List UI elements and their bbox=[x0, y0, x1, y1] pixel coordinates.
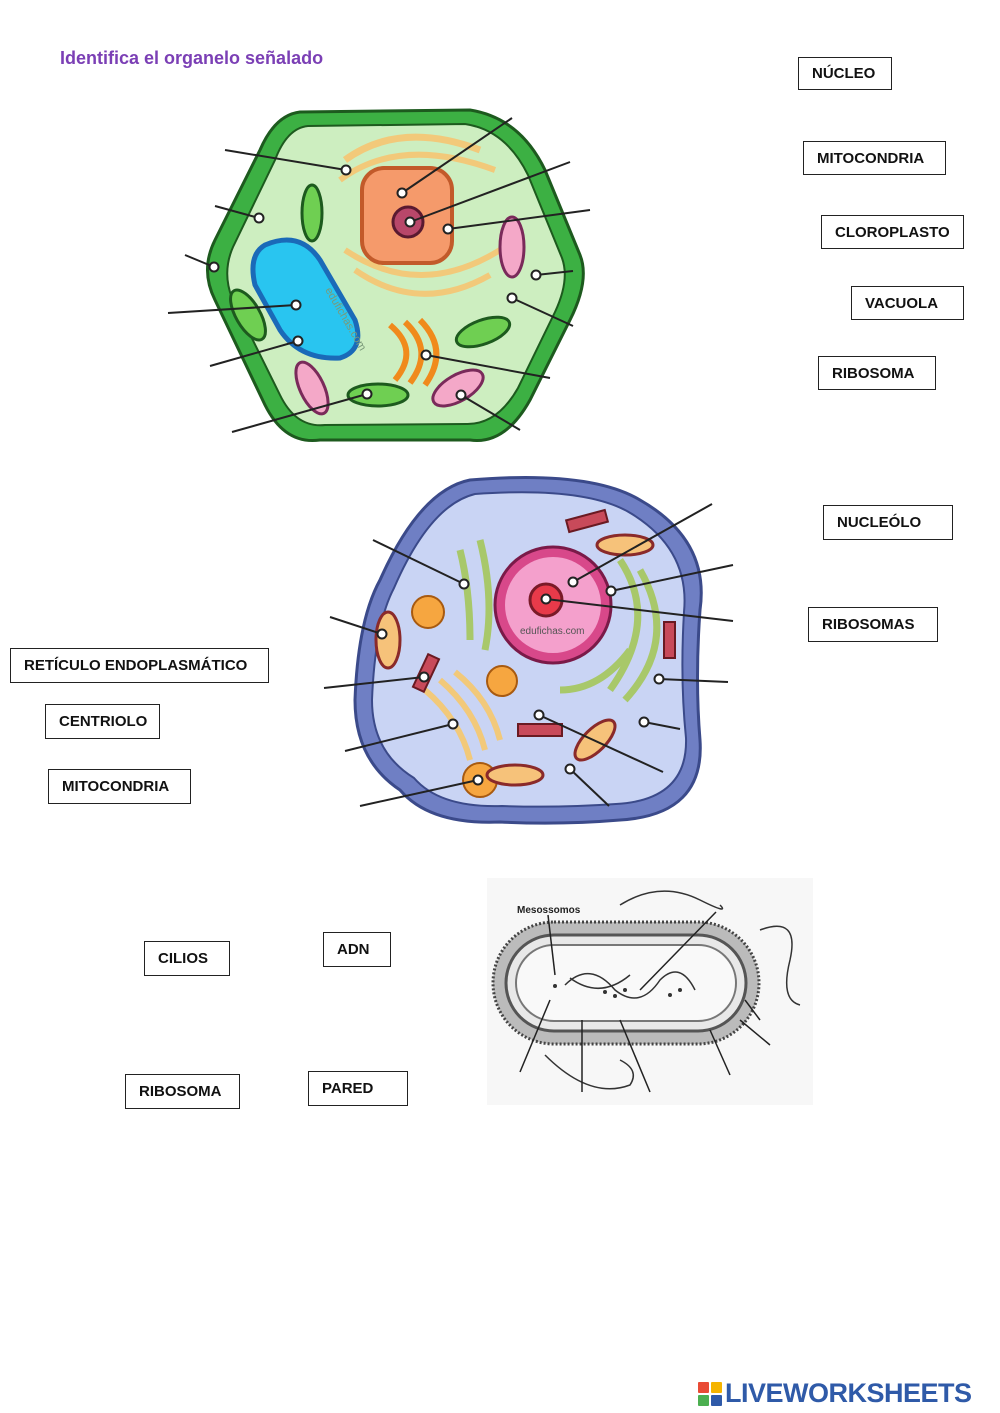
worksheet-title: Identifica el organelo señalado bbox=[60, 48, 324, 68]
label-plant-ribosoma[interactable]: RIBOSOMA bbox=[818, 356, 936, 390]
animal-watermark: edufichas.com bbox=[520, 626, 584, 637]
label-animal-mitocondria[interactable]: MITOCONDRIA bbox=[48, 769, 191, 804]
label-bacteria-pared[interactable]: PARED bbox=[308, 1071, 408, 1106]
plant-vacuole bbox=[250, 237, 361, 361]
label-plant-nucleo[interactable]: NÚCLEO bbox=[798, 57, 892, 90]
label-plant-vacuola[interactable]: VACUOLA bbox=[851, 286, 964, 320]
label-animal-ribosomas[interactable]: RIBOSOMAS bbox=[808, 607, 938, 642]
liveworksheets-logo: LIVEWORKSHEETS bbox=[698, 1378, 972, 1409]
bacteria-caption: Mesossomos bbox=[517, 905, 581, 916]
label-plant-cloroplasto[interactable]: CLOROPLASTO bbox=[821, 215, 964, 249]
label-animal-reticulo[interactable]: RETÍCULO ENDOPLASMÁTICO bbox=[10, 648, 269, 683]
label-bacteria-adn[interactable]: ADN bbox=[323, 932, 391, 967]
label-plant-mitocondria[interactable]: MITOCONDRIA bbox=[803, 141, 946, 175]
label-bacteria-cilios[interactable]: CILIOS bbox=[144, 941, 230, 976]
label-animal-centriolo[interactable]: CENTRIOLO bbox=[45, 704, 160, 739]
logo-grid-icon bbox=[698, 1381, 722, 1406]
label-bacteria-ribosoma[interactable]: RIBOSOMA bbox=[125, 1074, 240, 1109]
brand-text: LIVEWORKSHEETS bbox=[725, 1378, 972, 1408]
label-animal-nucleolo[interactable]: NUCLEÓLO bbox=[823, 505, 953, 540]
